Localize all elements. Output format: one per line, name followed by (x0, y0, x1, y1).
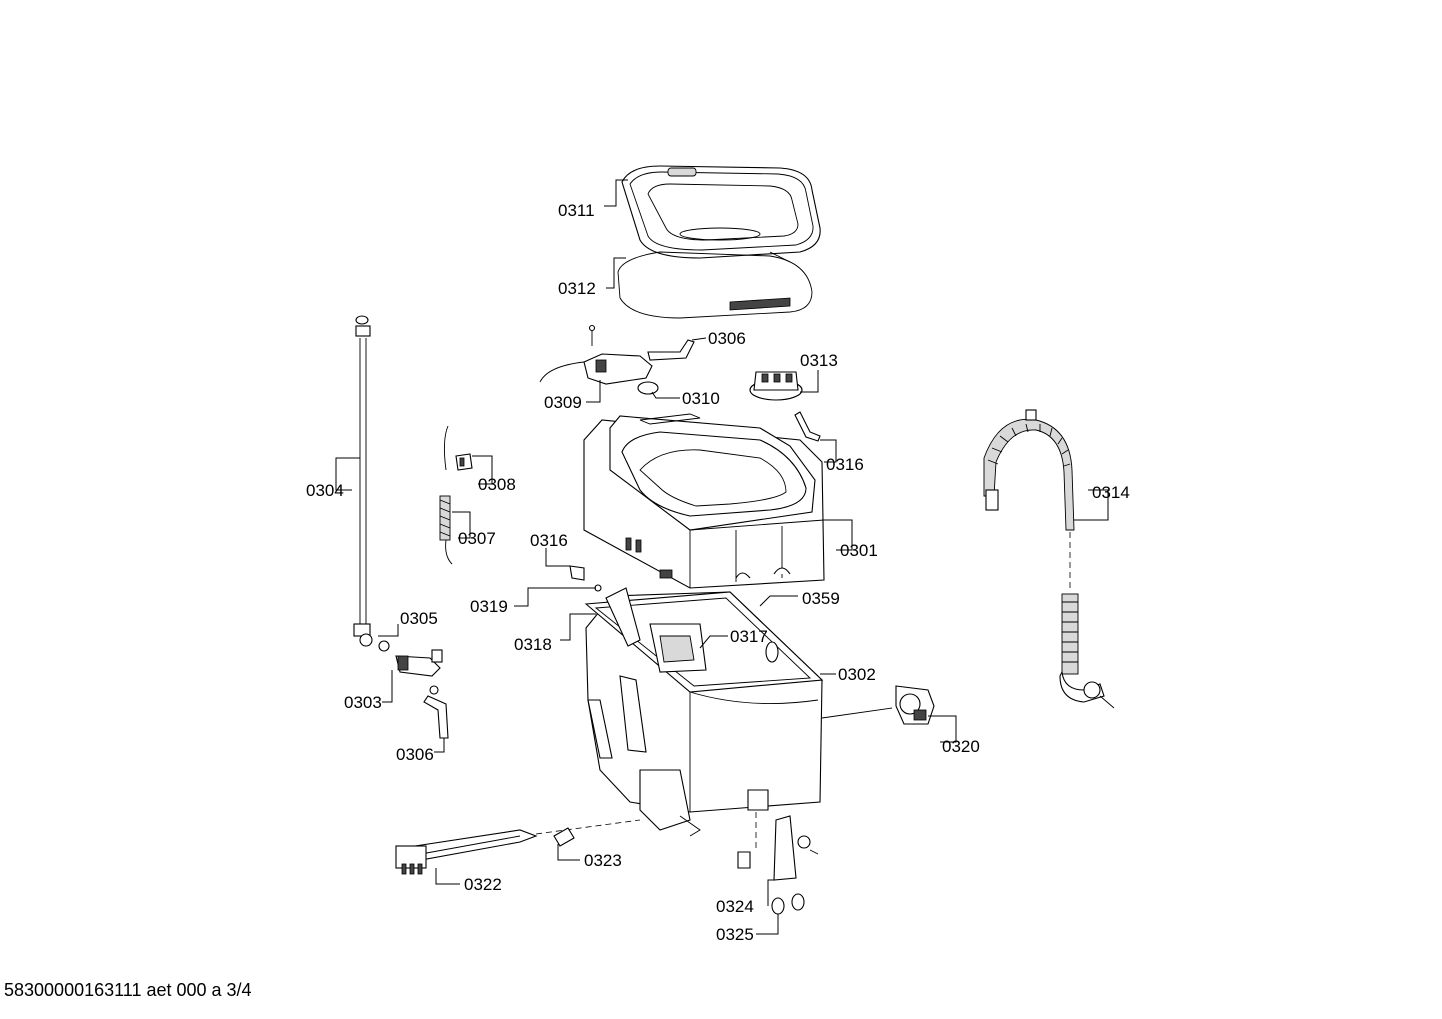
label-0325: 0325 (716, 925, 754, 944)
label-0319: 0319 (470, 597, 508, 616)
label-0320: 0320 (942, 737, 980, 756)
part-0306-top-hose (647, 339, 695, 361)
part-0316-pin (569, 565, 585, 581)
label-0303: 0303 (344, 693, 382, 712)
label-0318: 0318 (514, 635, 552, 654)
label-0311: 0311 (558, 201, 595, 220)
part-0306-lower-hose (423, 695, 449, 739)
document-id-footer: 58300000163111 aet 000 a 3/4 (4, 980, 252, 1000)
label-0316-upper: 0316 (826, 455, 864, 474)
label-0304: 0304 (306, 481, 344, 500)
label-0324: 0324 (716, 897, 754, 916)
part-0309-inlet-valve (539, 324, 653, 385)
part-0304-rod (353, 315, 373, 647)
leader-lines (335, 179, 1109, 935)
label-0305: 0305 (400, 609, 438, 628)
label-0302: 0302 (838, 665, 876, 684)
label-0316-lower: 0316 (530, 531, 568, 550)
part-0310-o-ring (637, 381, 659, 395)
label-0359: 0359 (802, 589, 840, 608)
part-0311-door-frame (621, 165, 821, 263)
label-0309: 0309 (544, 393, 582, 412)
part-0320-pump (821, 685, 935, 725)
part-0303-valve (395, 649, 443, 695)
part-0322-heater (395, 819, 641, 875)
label-0301: 0301 (840, 541, 878, 560)
part-0316-small-hose (794, 411, 821, 442)
label-0323: 0323 (584, 851, 622, 870)
label-0306-lower: 0306 (396, 745, 434, 764)
label-0308: 0308 (478, 475, 516, 494)
part-0314-drain-hose (983, 409, 1115, 709)
part-0305-ring (378, 640, 390, 652)
label-0322: 0322 (464, 875, 502, 894)
part-labels: 0311 0312 0306 0313 0309 0310 0316 0314 … (306, 201, 1130, 944)
label-0317: 0317 (730, 627, 768, 646)
label-0307: 0307 (458, 529, 496, 548)
part-0312-gasket (617, 251, 813, 319)
part-0307-spring (439, 425, 453, 565)
part-0301-tub-top (583, 413, 825, 589)
part-0325-caps (771, 893, 805, 915)
part-0323-bracket (553, 827, 575, 847)
part-0302-tub-bottom (584, 587, 824, 837)
label-0310: 0310 (682, 389, 720, 408)
part-0308-clip (455, 453, 473, 471)
part-0313-pressure-switch (749, 371, 803, 401)
label-0312: 0312 (558, 279, 596, 298)
label-0314: 0314 (1092, 483, 1130, 502)
label-0313: 0313 (800, 351, 838, 370)
label-0306-upper: 0306 (708, 329, 746, 348)
part-0324-foot (737, 812, 819, 881)
